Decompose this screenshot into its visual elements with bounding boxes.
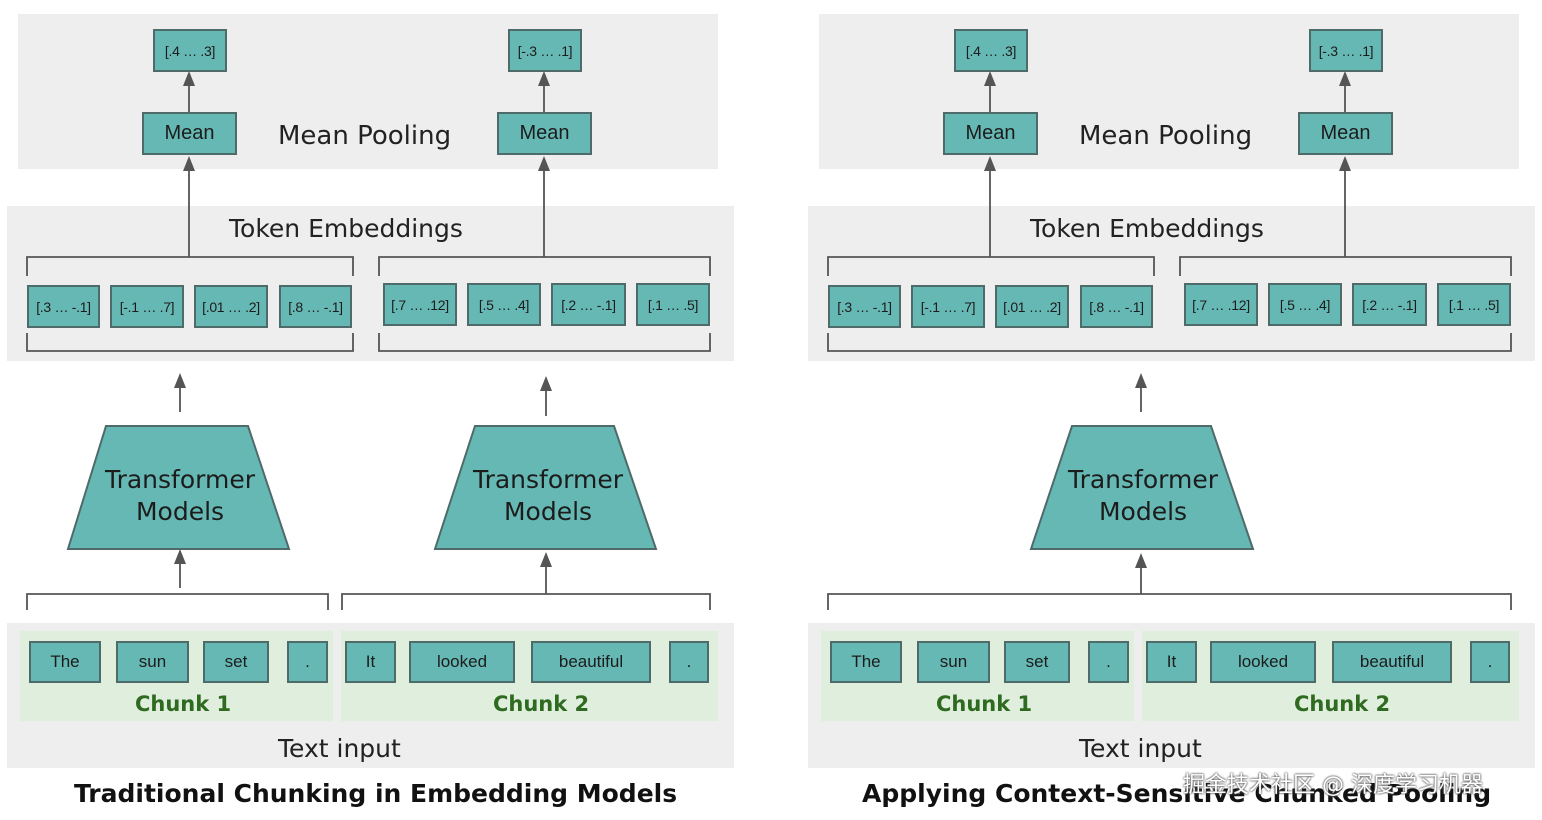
chunk-label: Chunk 2 — [1294, 692, 1391, 716]
left-transformer1-shape — [66, 425, 291, 550]
left-chunk2-bg — [341, 631, 718, 721]
left-chunk1-top-bracket — [26, 256, 354, 276]
left-transformer2-shape — [433, 425, 658, 550]
arrow-head — [538, 71, 550, 86]
token-embedding: [.1 … .5] — [1437, 283, 1511, 326]
token-box: sun — [917, 641, 990, 683]
token-embedding: [.3 … -.1] — [27, 285, 100, 328]
token-embedding: [.01 … .2] — [194, 285, 268, 328]
mean-box: Mean — [1298, 112, 1393, 155]
arrow-head — [984, 71, 996, 86]
token-box: The — [29, 641, 101, 683]
mean-pooling-label: Mean Pooling — [1079, 121, 1253, 151]
output-embedding: [.4 … .3] — [153, 29, 227, 72]
transformer-models-label: Transformer Models — [448, 464, 648, 528]
right-chunk1-top-bracket — [827, 256, 1155, 276]
token-embedding: [.2 … -.1] — [1352, 283, 1427, 326]
token-box: . — [287, 641, 328, 683]
left-chunk2-top-bracket — [378, 256, 711, 276]
token-box: beautiful — [531, 641, 651, 683]
left-chunk2-bottom-bracket — [378, 333, 711, 352]
chunk-label: Chunk 2 — [493, 692, 590, 716]
mean-box: Mean — [497, 112, 592, 155]
arrow-head — [183, 156, 195, 171]
transformer-label-line2: Models — [1098, 497, 1188, 526]
transformer-label-line2: Models — [503, 497, 593, 526]
left-pooling-panel — [18, 14, 718, 169]
left-caption: Traditional Chunking in Embedding Models — [74, 779, 678, 808]
token-embedding: [.7 … .12] — [1184, 283, 1258, 326]
transformer-label-line1: Transformer — [472, 465, 623, 494]
token-box: . — [1088, 641, 1129, 683]
token-embedding: [.5 … .4] — [1268, 283, 1342, 326]
watermark: 掘金技术社区 @ 深度学习机器 — [1183, 773, 1483, 798]
arrow-head — [174, 373, 186, 388]
transformer-label-line1: Transformer — [104, 465, 255, 494]
transformer-models-label: Transformer Models — [80, 464, 280, 528]
mean-pooling-label: Mean Pooling — [278, 121, 452, 151]
transformer-label-line2: Models — [135, 497, 225, 526]
token-box: set — [1004, 641, 1070, 683]
token-box: set — [203, 641, 269, 683]
token-box: looked — [1210, 641, 1316, 683]
arrow-head — [984, 156, 996, 171]
left-chunk1-bottom-bracket — [26, 333, 354, 352]
token-embeddings-label: Token Embeddings — [229, 214, 463, 243]
left-chunk1-input-bracket — [26, 593, 329, 610]
token-embedding: [-.1 … .7] — [911, 285, 985, 328]
arrow-head — [538, 156, 550, 171]
mean-box: Mean — [142, 112, 237, 155]
arrow-head — [174, 549, 186, 564]
arrow-head — [183, 71, 195, 86]
token-embedding: [.1 … .5] — [636, 283, 710, 326]
token-embedding: [.7 … .12] — [383, 283, 457, 326]
right-transformer-shape — [1029, 425, 1255, 550]
token-box: beautiful — [1332, 641, 1452, 683]
arrow-head — [540, 376, 552, 391]
transformer-label-line1: Transformer — [1067, 465, 1218, 494]
arrow-head — [540, 552, 552, 567]
token-box: sun — [116, 641, 189, 683]
transformer-models-label: Transformer Models — [1043, 464, 1243, 528]
token-box: . — [1470, 641, 1510, 683]
chunk-label: Chunk 1 — [135, 692, 232, 716]
token-box: It — [345, 641, 396, 683]
text-input-label: Text input — [1079, 734, 1202, 763]
mean-box: Mean — [943, 112, 1038, 155]
token-box: It — [1146, 641, 1197, 683]
chunk-label: Chunk 1 — [936, 692, 1033, 716]
token-embedding: [.2 … -.1] — [551, 283, 626, 326]
token-embedding: [.8 … -.1] — [1080, 285, 1153, 328]
arrow-head — [1135, 553, 1147, 568]
right-pooling-panel — [819, 14, 1519, 169]
left-chunk2-input-bracket — [341, 593, 711, 610]
token-embedding: [.3 … -.1] — [828, 285, 901, 328]
token-box: . — [669, 641, 709, 683]
arrow-head — [1135, 373, 1147, 388]
token-embedding: [.8 … -.1] — [279, 285, 352, 328]
token-embedding: [.01 … .2] — [995, 285, 1069, 328]
right-joint-bottom-bracket — [827, 333, 1512, 352]
token-embedding: [.5 … .4] — [467, 283, 541, 326]
arrow-head — [1339, 71, 1351, 86]
token-box: looked — [409, 641, 515, 683]
arrow-head — [1339, 156, 1351, 171]
text-input-label: Text input — [278, 734, 401, 763]
right-caption: Applying Context-Sensitive Chunked Pooli… — [862, 779, 1492, 808]
output-embedding: [-.3 … .1] — [508, 29, 582, 72]
right-chunk2-top-bracket — [1179, 256, 1512, 276]
right-joint-input-bracket — [827, 593, 1512, 610]
token-box: The — [830, 641, 902, 683]
output-embedding: [-.3 … .1] — [1309, 29, 1383, 72]
token-embeddings-label: Token Embeddings — [1030, 214, 1264, 243]
token-embedding: [-.1 … .7] — [110, 285, 184, 328]
output-embedding: [.4 … .3] — [954, 29, 1028, 72]
right-chunk2-bg — [1142, 631, 1519, 721]
